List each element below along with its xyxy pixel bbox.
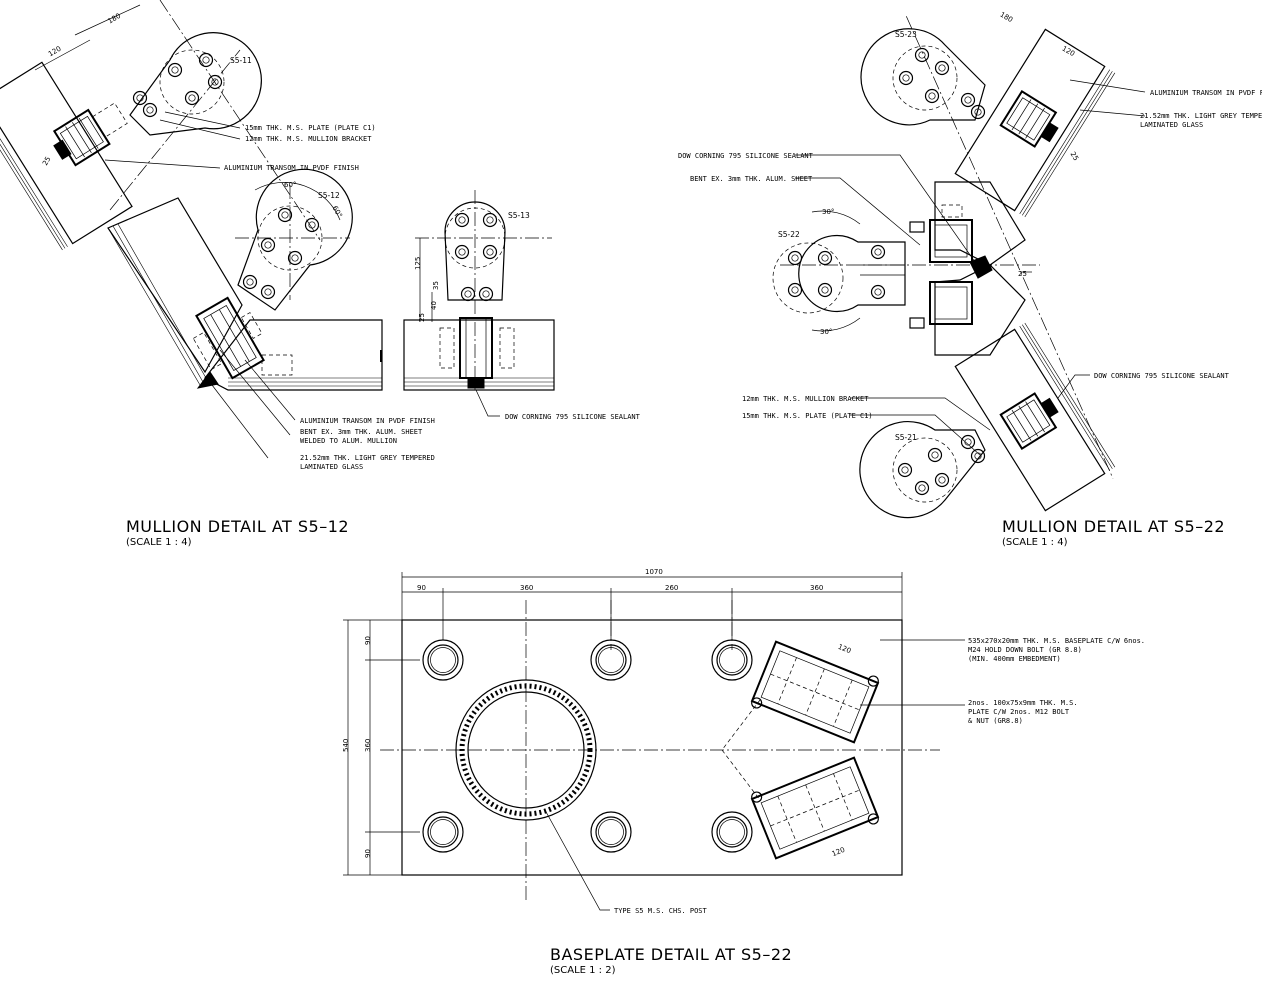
dimension-top-left: 120 180 25 (34, 4, 141, 167)
title-mullion-s5-22: MULLION DETAIL AT S5–22 (1002, 517, 1225, 536)
note-glass-2: LAMINATED GLASS (300, 463, 363, 471)
dim-260-w: 260 (665, 584, 678, 592)
horizontal-transom (204, 319, 383, 391)
pivot-plate-s5-23 (860, 28, 986, 126)
note-plate-1: 2nos. 100x75x9mm THK. M.S. (968, 699, 1078, 707)
dim-180-r: 180 (999, 11, 1015, 25)
title-baseplate: BASEPLATE DETAIL AT S5–22 (550, 945, 792, 964)
note-bracket: 12mm THK. M.S. MULLION BRACKET (245, 135, 372, 143)
centerline (159, 0, 321, 241)
angle-30-a: 30° (822, 208, 834, 216)
mullion-detail-s5-22: S5-23 180 120 25 ALUMINIUM TRANSOM IN PV… (678, 11, 1262, 548)
note-baseplate-3: (MIN. 400mm EMBEDMENT) (968, 655, 1061, 663)
dim-90-h-b: 90 (364, 849, 372, 858)
centerline (109, 49, 241, 211)
mullion-bracket-s5-12 (192, 296, 265, 380)
pivot-plate-s5-22 (772, 234, 906, 314)
note-sealant: DOW CORNING 795 SILICONE SEALANT (505, 413, 641, 421)
tag-s5-21: S5-21 (895, 433, 917, 442)
scale-baseplate: (SCALE 1 : 2) (550, 965, 616, 976)
note-glass-2-r: LAMINATED GLASS (1140, 121, 1203, 129)
tag-s5-22: S5-22 (778, 230, 800, 239)
upper-left-glazing-assembly (0, 61, 133, 251)
note-glass-1-r: 21.52mm THK. LIGHT GREY TEMPERED (1140, 112, 1262, 120)
note-plate-r: 15mm THK. M.S. PLATE (PLATE C1) (742, 412, 873, 420)
note-baseplate-2: M24 HOLD DOWN BOLT (GR 8.8) (968, 646, 1082, 654)
dim-25-r: 25 (1069, 151, 1080, 163)
title-mullion-s5-12: MULLION DETAIL AT S5–12 (126, 517, 349, 536)
note-sheet-2: WELDED TO ALUM. MULLION (300, 437, 397, 445)
pivot-plate-s5-11 (129, 32, 262, 136)
upper-right-glazing-assembly (954, 28, 1116, 218)
baseplate-dimensions: 1070 90 360 260 360 540 90 360 90 (342, 568, 903, 876)
tag-s5-13: S5-13 (508, 211, 530, 220)
dim-360-w-a: 360 (520, 584, 533, 592)
dim-90-w: 90 (417, 584, 426, 592)
diagonal-glazing-lower (107, 197, 243, 386)
dim-360-h: 360 (364, 739, 372, 752)
dim-25b: 25 (418, 313, 426, 322)
dim-120-cleat-b: 120 (831, 846, 846, 858)
note-sheet-1: BENT EX. 3mm THK. ALUM. SHEET (300, 428, 423, 436)
angle-60-b: 60° (331, 205, 344, 220)
note-post: TYPE S5 M.S. CHS. POST (614, 907, 708, 915)
tag-s5-12: S5-12 (318, 191, 340, 200)
baseplate-outline (401, 619, 903, 876)
baseplate-detail-s5-22: 1070 90 360 260 360 540 90 360 90 (342, 568, 1145, 976)
dim-25b-r: 25 (1018, 270, 1027, 278)
note-plate-3: & NUT (GR8.8) (968, 717, 1023, 725)
dim-125: 125 (414, 257, 422, 270)
dim-180: 180 (107, 12, 123, 26)
dim-540-h: 540 (342, 739, 350, 752)
central-mullion-s5-22 (909, 181, 1026, 356)
cleat-plate-lower (750, 756, 880, 860)
note-transom-bottom: ALUMINIUM TRANSOM IN PVDF FINISH (300, 417, 435, 425)
angle-30-b: 30° (820, 328, 832, 336)
pivot-elevation-s5-13: 125 35 40 25 S5-13 DOW CORNING 795 SILIC… (403, 190, 641, 421)
dim-360-w-b: 360 (810, 584, 823, 592)
tag-s5-23: S5-23 (895, 30, 917, 39)
cleat-plate-upper (750, 640, 880, 744)
pivot-plate-s5-21 (859, 420, 986, 519)
dim-35: 35 (432, 281, 440, 290)
note-sealant-right: DOW CORNING 795 SILICONE SEALANT (1094, 372, 1230, 380)
mullion-detail-s5-12: 120 180 25 S5-11 15mm THK. M.S. PLATE (P… (0, 0, 641, 548)
note-plate: 15mm THK. M.S. PLATE (PLATE C1) (245, 124, 376, 132)
note-transom-top: ALUMINIUM TRANSOM IN PVDF FINISH (224, 164, 359, 172)
note-baseplate-1: 535x270x20mm THK. M.S. BASEPLATE C/W 6no… (968, 637, 1145, 645)
dim-40: 40 (430, 301, 438, 310)
scale-mullion-s5-12: (SCALE 1 : 4) (126, 537, 192, 548)
scale-mullion-s5-22: (SCALE 1 : 4) (1002, 537, 1068, 548)
note-transom-r: ALUMINIUM TRANSOM IN PVDF FINISH (1150, 89, 1262, 97)
note-sheet-r: BENT EX. 3mm THK. ALUM. SHEET (690, 175, 813, 183)
lower-right-glazing-assembly (954, 322, 1116, 512)
note-bracket-r: 12mm THK. M.S. MULLION BRACKET (742, 395, 869, 403)
dim-25: 25 (41, 155, 52, 167)
dim-120-cleat-a: 120 (837, 643, 852, 655)
chs-post (455, 679, 597, 821)
angle-60-a: 60° (284, 181, 296, 189)
note-glass-1: 21.52mm THK. LIGHT GREY TEMPERED (300, 454, 435, 462)
note-sealant-top: DOW CORNING 795 SILICONE SEALANT (678, 152, 814, 160)
hold-down-bolts (422, 639, 753, 853)
dim-1070: 1070 (645, 568, 663, 576)
tag-s5-11: S5-11 (230, 56, 252, 65)
note-plate-2: PLATE C/W 2nos. M12 BOLT (968, 708, 1070, 716)
dim-90-h-a: 90 (364, 636, 372, 645)
